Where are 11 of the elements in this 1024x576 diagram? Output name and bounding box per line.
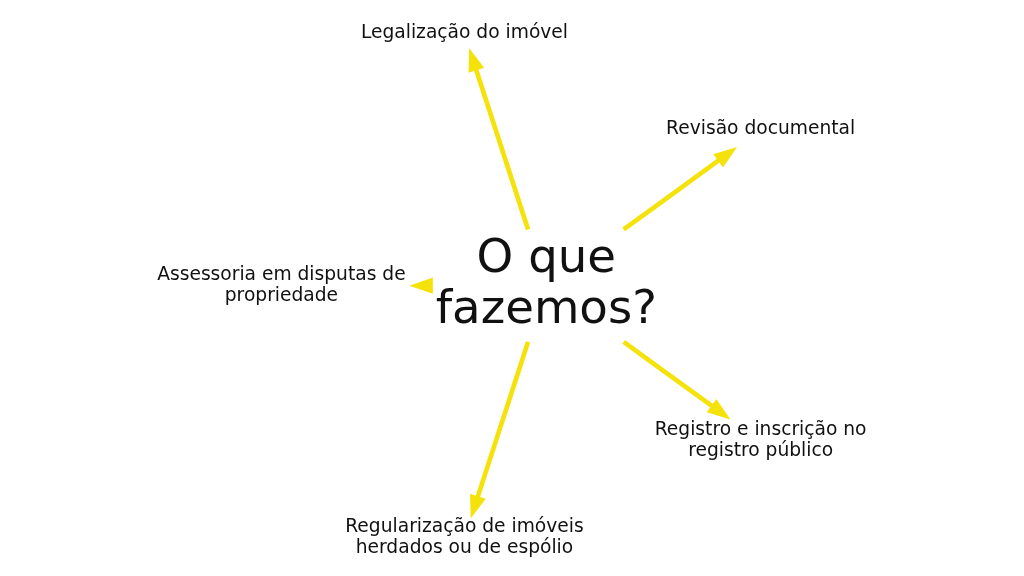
arrow <box>409 277 433 294</box>
arrow <box>468 48 531 231</box>
arrow <box>622 147 738 232</box>
node-text: Legalização do imóvel <box>360 21 569 43</box>
node-text: Registro e inscrição no registro público <box>654 418 867 461</box>
arrow <box>470 341 531 519</box>
node-text: Revisão documental <box>666 117 856 139</box>
arrow <box>622 340 731 420</box>
node-text: O que fazemos? <box>435 228 657 335</box>
node-text: Assessoria em disputas de propriedade <box>157 262 406 305</box>
node-text: Regularização de imóveis herdados ou de espólio <box>345 514 584 557</box>
